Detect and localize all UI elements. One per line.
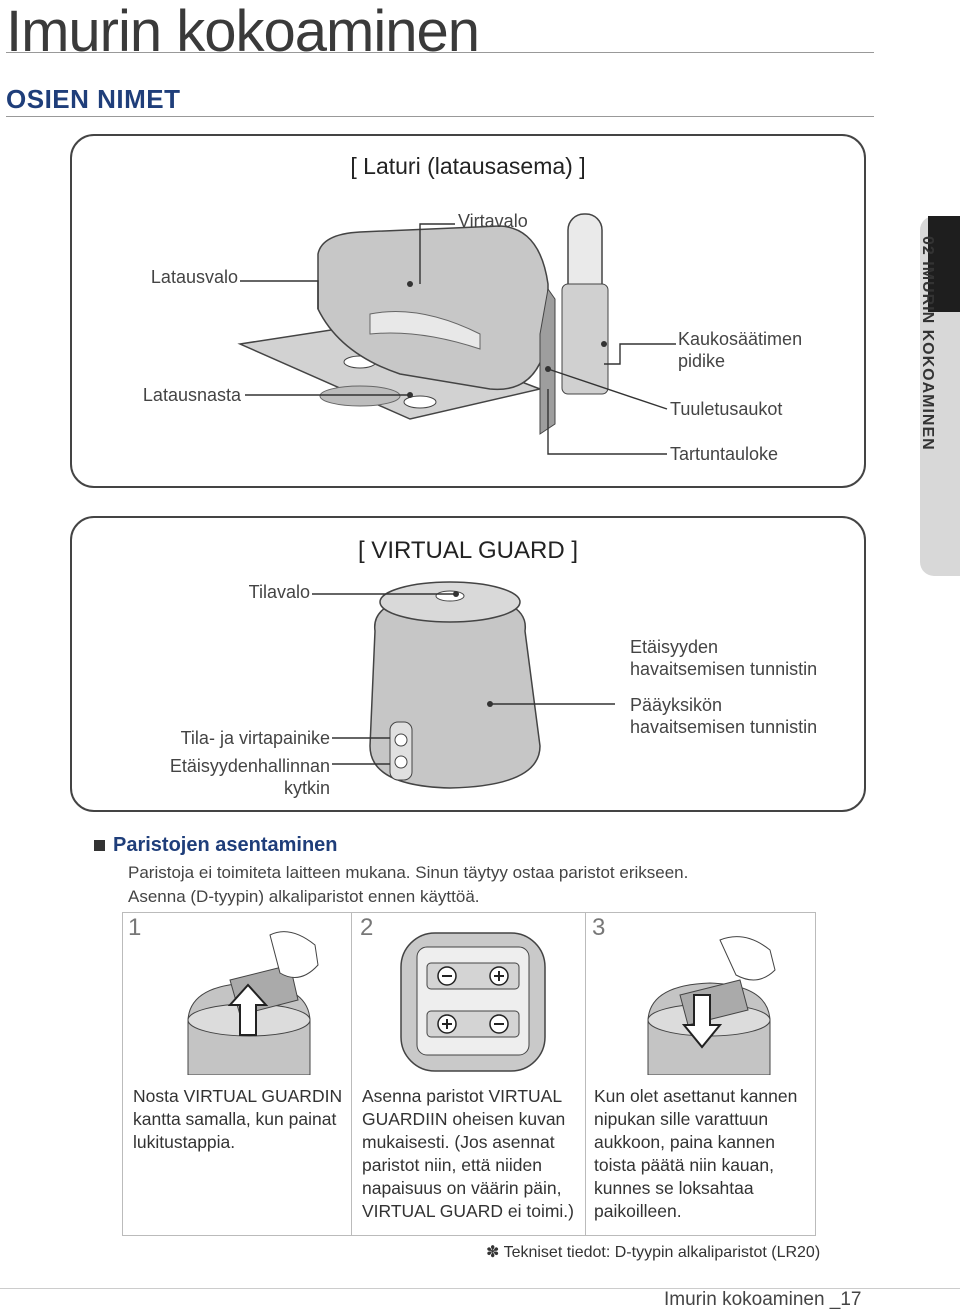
section-divider (6, 116, 874, 117)
step-1-illustration (187, 931, 319, 1075)
step-2-illustration (400, 932, 546, 1072)
battery-spec-footnote: ✽ Tekniset tiedot: D-tyypin alkaliparist… (486, 1244, 821, 1261)
step-2-text: Asenna paristot VIRTUAL GUARDIIN oheisen… (362, 1086, 574, 1221)
page-title: Imurin kokoaminen (6, 0, 480, 64)
step-1-number: 1 (128, 914, 142, 941)
title-divider (6, 52, 874, 53)
virtual-guard-panel-title: [ VIRTUAL GUARD ] (357, 537, 579, 564)
chapter-tab-label: 02 IMURIN KOKOAMINEN (919, 236, 936, 451)
label-remote-holder: Kaukosäätimen pidike (678, 329, 803, 371)
press-arrow-down (681, 994, 723, 1049)
charger-panel-title: [ Laturi (latausasema) ] (350, 153, 586, 179)
label-main-unit-sensor: Pääyksikön havaitsemisen tunnistin (630, 695, 818, 737)
label-mode-power-button: Tila- ja virtapainike (180, 728, 330, 748)
label-mode-light: Tilavalo (248, 582, 310, 602)
battery-heading: Paristojen asentaminen (94, 834, 338, 857)
charger-illustration (237, 213, 676, 455)
page-folio: Imurin kokoaminen _17 (664, 1289, 862, 1310)
section-heading: OSIEN NIMET (6, 84, 181, 114)
label-grip: Tartuntauloke (670, 444, 779, 464)
step-3-text: Kun olet asettanut kannen nipukan sille … (594, 1086, 798, 1221)
virtual-guard-illustration (312, 581, 615, 789)
bullet-square (94, 840, 105, 852)
label-power-light: Virtavalo (458, 211, 528, 231)
battery-intro: Paristoja ei toimiteta laitteen mukana. … (128, 861, 688, 909)
label-charge-light: Latausvalo (150, 267, 238, 287)
step-3-number: 3 (592, 914, 606, 941)
label-distance-switch: Etäisyydenhallinnan kytkin (169, 756, 330, 798)
battery-heading-text: Paristojen asentaminen (113, 834, 338, 856)
lift-arrow-up (227, 983, 269, 1036)
label-distance-sensor: Etäisyyden havaitsemisen tunnistin (630, 637, 818, 679)
step-divider-1 (351, 913, 352, 1235)
label-charge-pin: Latausnasta (142, 385, 241, 405)
step-2-number: 2 (360, 914, 374, 941)
chapter-tab-marker (928, 216, 960, 312)
footer-divider (0, 1288, 960, 1289)
battery-intro-line-2: Asenna (D-tyypin) alkaliparistot ennen k… (128, 887, 480, 906)
step-3-illustration (647, 936, 776, 1075)
step-divider-2 (585, 913, 586, 1235)
step-1-text: Nosta VIRTUAL GUARDIN kantta samalla, ku… (133, 1086, 343, 1152)
label-vents: Tuuletusaukot (670, 399, 783, 419)
battery-intro-line-1: Paristoja ei toimiteta laitteen mukana. … (128, 863, 689, 882)
